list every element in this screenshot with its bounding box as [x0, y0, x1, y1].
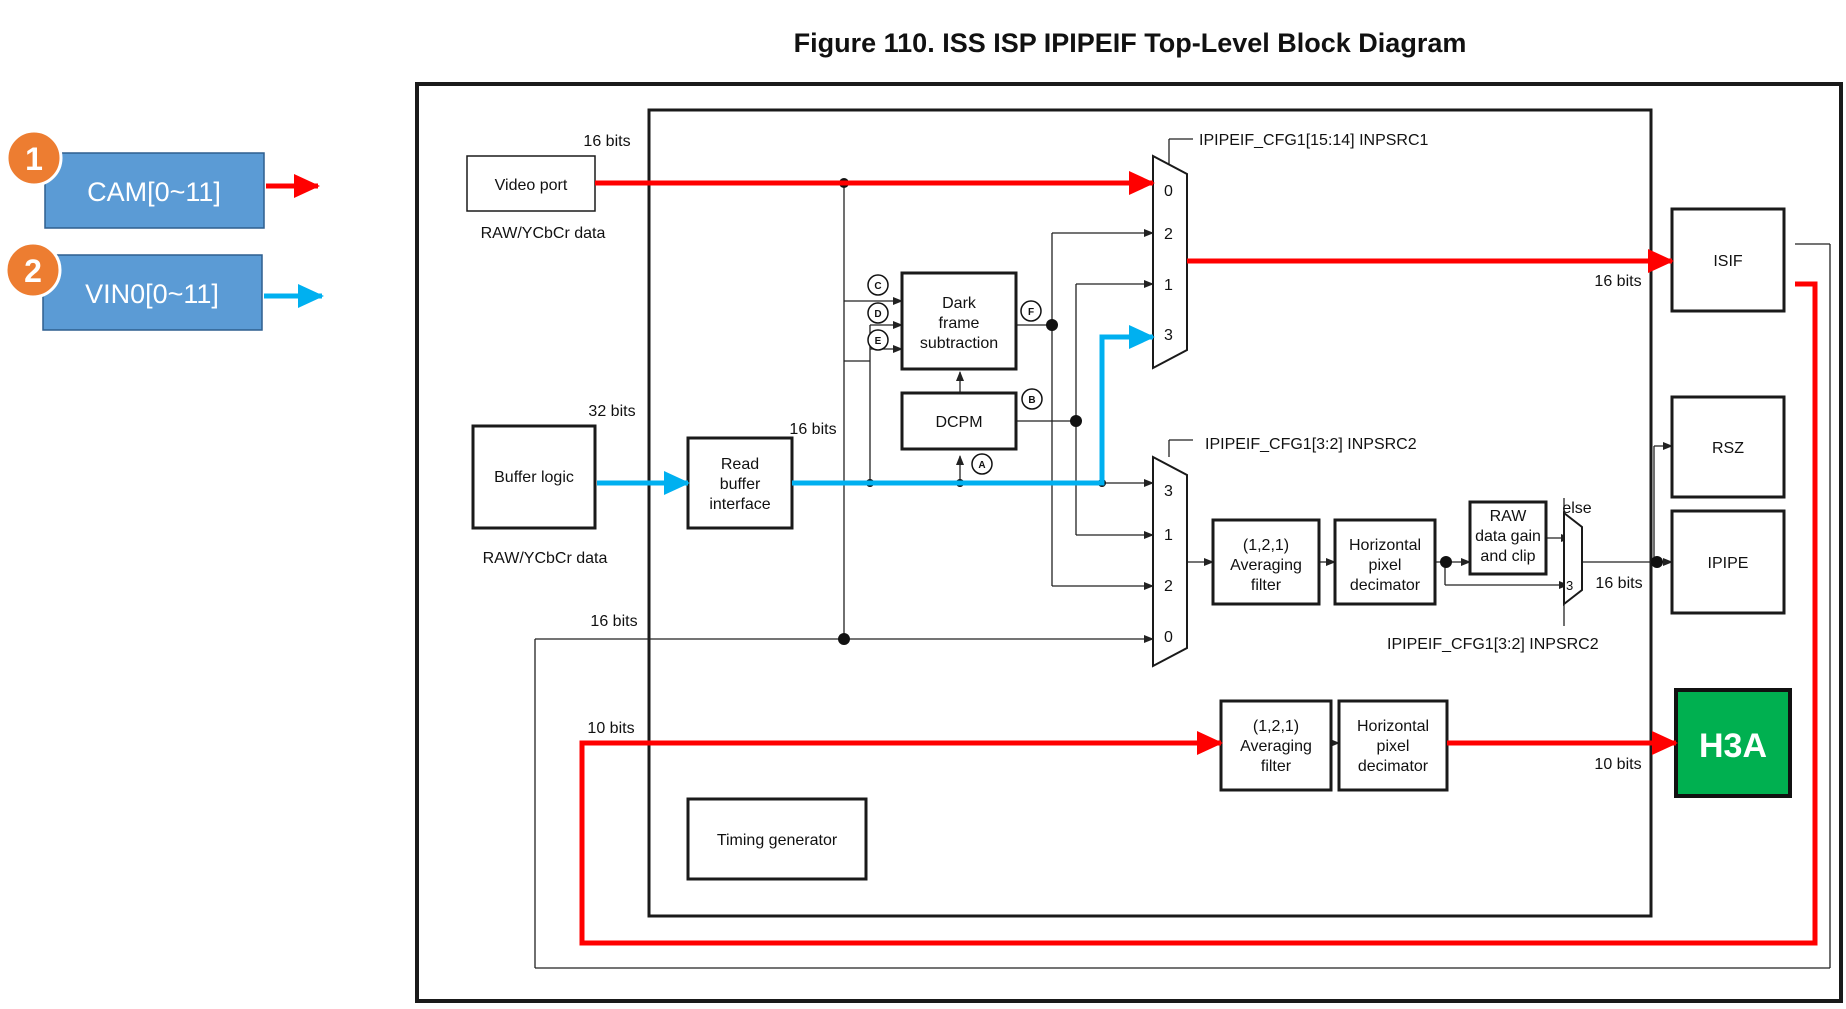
legend-box-vin [42, 254, 263, 331]
video-port-block: Video port [466, 155, 596, 212]
svg-text:Horizontal: Horizontal [1357, 718, 1429, 735]
marker-d: D [867, 302, 889, 324]
svg-text:1: 1 [1164, 277, 1173, 294]
svg-text:pixel: pixel [1369, 557, 1402, 574]
mux-1: 0 2 1 3 [1152, 154, 1188, 370]
timing-generator-block: Timing generator [686, 797, 868, 881]
buffer-data-label: RAW/YCbCr data [483, 550, 608, 567]
ipipe-bits-label: 16 bits [1595, 575, 1642, 592]
hpd-1-block: Horizontal pixel decimator [1333, 518, 1437, 606]
else-label: else [1562, 500, 1591, 517]
svg-text:0: 0 [1164, 629, 1173, 646]
mux2-select-label: IPIPEIF_CFG1[3:2] INPSRC2 [1205, 436, 1417, 453]
svg-text:decimator: decimator [1350, 577, 1421, 594]
svg-text:subtraction: subtraction [920, 335, 998, 352]
svg-text:filter: filter [1261, 758, 1292, 775]
svg-text:2: 2 [1164, 578, 1173, 595]
svg-text:3: 3 [1164, 327, 1173, 344]
ten-bits-left-label: 10 bits [587, 720, 634, 737]
read-bits-label: 16 bits [789, 421, 836, 438]
read-buffer-block: Read buffer interface [686, 436, 794, 530]
svg-text:filter: filter [1251, 577, 1282, 594]
svg-text:IPIPE: IPIPE [1708, 555, 1749, 572]
svg-text:H3A: H3A [1699, 727, 1767, 765]
svg-text:Horizontal: Horizontal [1349, 537, 1421, 554]
legend-cam: CAM[0~11] 1 [5, 129, 320, 229]
cam-path [579, 171, 1818, 946]
svg-text:interface: interface [709, 496, 770, 513]
dcpm-block: DCPM [900, 391, 1018, 451]
mux-3: 3 [1563, 510, 1583, 607]
avg-filter-1-block: (1,2,1) Averaging filter [1211, 518, 1321, 606]
marker-e: E [867, 329, 889, 351]
marker-f: F [1020, 300, 1042, 322]
svg-text:frame: frame [939, 315, 980, 332]
svg-text:Dark: Dark [942, 295, 977, 312]
svg-text:ISIF: ISIF [1713, 253, 1743, 270]
svg-text:buffer: buffer [720, 476, 761, 493]
svg-text:data gain: data gain [1475, 528, 1541, 545]
lower-bits-label: 16 bits [590, 613, 637, 630]
svg-text:Timing generator: Timing generator [717, 832, 838, 849]
svg-text:Averaging: Averaging [1240, 738, 1312, 755]
svg-text:D: D [874, 309, 881, 320]
avg-filter-2-block: (1,2,1) Averaging filter [1219, 699, 1333, 792]
figure-title: Figure 110. ISS ISP IPIPEIF Top-Level Bl… [794, 28, 1467, 58]
svg-text:A: A [978, 460, 985, 471]
svg-text:C: C [874, 281, 881, 292]
h3a-block: H3A [1674, 688, 1792, 798]
legend-label-vin: VIN0[0~11] [85, 279, 219, 309]
isif-block: ISIF [1670, 207, 1786, 313]
svg-text:Video port: Video port [495, 177, 568, 194]
video-bits-label: 16 bits [583, 133, 630, 150]
badge-1 [5, 129, 63, 187]
svg-text:pixel: pixel [1377, 738, 1410, 755]
svg-text:(1,2,1): (1,2,1) [1253, 718, 1299, 735]
svg-text:DCPM: DCPM [935, 414, 982, 431]
buffer-bits-label: 32 bits [588, 403, 635, 420]
dark-frame-block: Dark frame subtraction [900, 271, 1018, 371]
svg-text:E: E [875, 336, 882, 347]
isif-bits-label: 16 bits [1594, 273, 1641, 290]
vin-path [597, 325, 1155, 495]
buffer-logic-block: Buffer logic [471, 424, 597, 530]
badge-2 [4, 241, 62, 299]
raw-gain-block: RAW data gain and clip [1468, 500, 1548, 576]
marker-a: A [971, 453, 993, 475]
svg-text:(1,2,1): (1,2,1) [1243, 537, 1289, 554]
svg-text:3: 3 [1566, 578, 1573, 593]
rsz-block: RSZ [1670, 395, 1786, 499]
svg-text:Read: Read [721, 456, 759, 473]
marker-c: C [867, 274, 889, 296]
svg-text:B: B [1028, 395, 1035, 406]
svg-text:and clip: and clip [1480, 548, 1535, 565]
svg-text:0: 0 [1164, 183, 1173, 200]
marker-b: B [1021, 388, 1043, 410]
legend-box-cam [44, 152, 265, 229]
h3a-bits-label: 10 bits [1594, 756, 1641, 773]
mux3-select-label: IPIPEIF_CFG1[3:2] INPSRC2 [1387, 636, 1599, 653]
badge-1-text: 1 [25, 141, 43, 177]
hpd-2-block: Horizontal pixel decimator [1337, 699, 1449, 792]
svg-text:RSZ: RSZ [1712, 440, 1744, 457]
legend-vin: VIN0[0~11] 2 [4, 241, 324, 331]
badge-2-text: 2 [24, 253, 42, 289]
svg-text:3: 3 [1164, 483, 1173, 500]
ipipe-block: IPIPE [1670, 509, 1786, 615]
svg-text:Averaging: Averaging [1230, 557, 1302, 574]
video-data-label: RAW/YCbCr data [481, 225, 606, 242]
mux1-select-label: IPIPEIF_CFG1[15:14] INPSRC1 [1199, 132, 1429, 149]
svg-text:2: 2 [1164, 226, 1173, 243]
svg-text:RAW: RAW [1490, 508, 1528, 525]
mux-2: 3 1 2 0 [1152, 455, 1188, 668]
svg-text:decimator: decimator [1358, 758, 1429, 775]
svg-text:1: 1 [1164, 527, 1173, 544]
svg-text:F: F [1028, 307, 1034, 318]
svg-text:Buffer logic: Buffer logic [494, 469, 574, 486]
legend-label-cam: CAM[0~11] [87, 177, 221, 207]
